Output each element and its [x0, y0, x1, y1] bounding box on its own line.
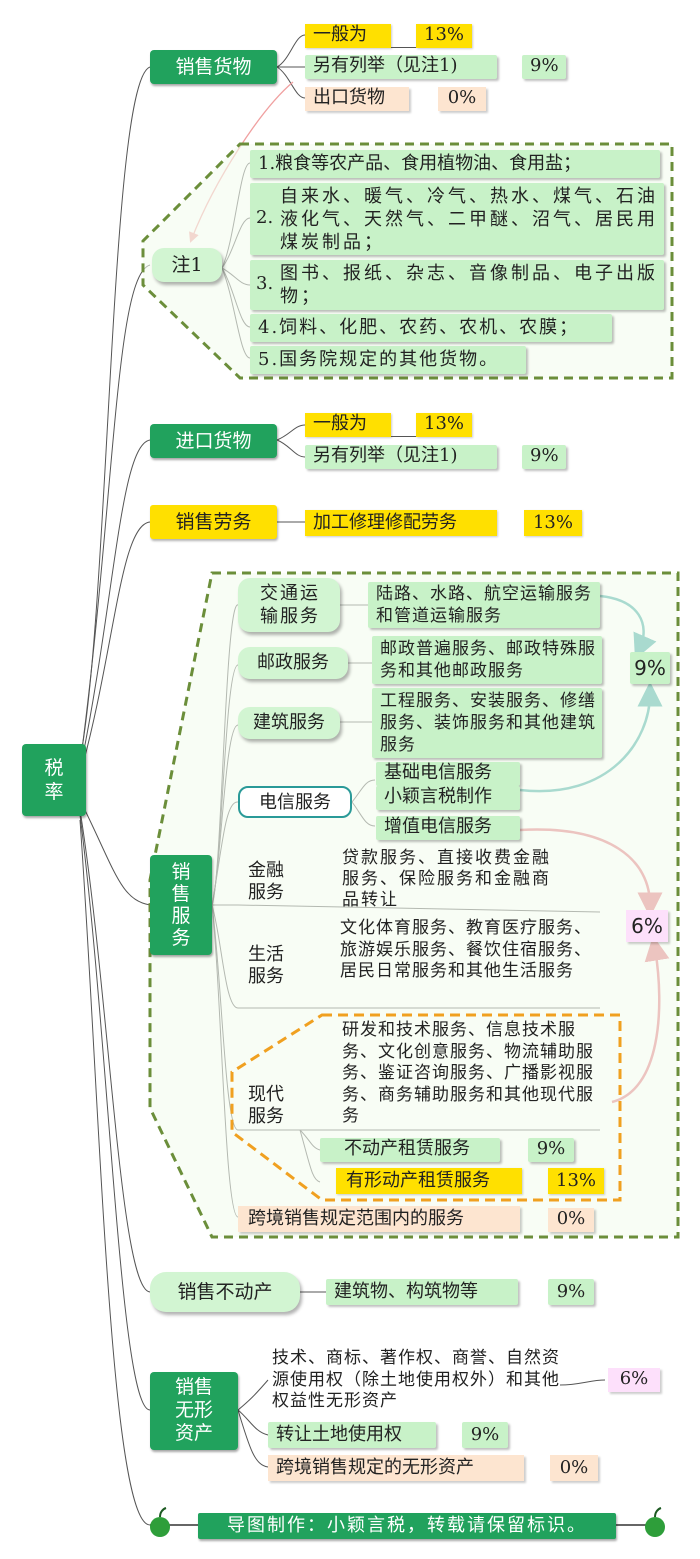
- tangible-lease: 有形动产租赁服务: [336, 1168, 522, 1194]
- postal-detail: 邮政普遍服务、邮政特殊服务和其他邮政服务: [380, 639, 596, 681]
- construction-node[interactable]: 建筑服务: [238, 707, 340, 739]
- imports-listed-label: 另有列举（见注1): [305, 445, 497, 469]
- crossborder-service-rate: 0%: [548, 1208, 594, 1232]
- realestate-lease-rate: 9%: [528, 1138, 574, 1162]
- apple-icon-left: [150, 1507, 170, 1537]
- modern-label: 现代服务: [248, 1084, 284, 1127]
- root-node[interactable]: 税率: [22, 744, 86, 816]
- imports-general-label: 一般为: [305, 413, 391, 437]
- note1-item-1: 1.粮食等农产品、食用植物油、食用盐；: [250, 150, 660, 178]
- note1-item-2: 2. 自来水、暖气、冷气、热水、煤气、石油液化气、天然气、二甲醚、沼气、居民用煤…: [250, 183, 664, 255]
- realestate-node[interactable]: 销售不动产: [150, 1272, 300, 1312]
- telecom-value-added: 增值电信服务: [376, 816, 520, 840]
- modern-detail: 研发和技术服务、信息技术服务、文化创意服务、物流辅助服务、鉴证咨询服务、广播影视…: [342, 1020, 594, 1126]
- postal-detail-box: 邮政普遍服务、邮政特殊服务和其他邮政服务: [372, 636, 602, 684]
- finance-label: 金融服务: [248, 860, 284, 903]
- goods-listed-rate: 9%: [522, 55, 566, 79]
- intangible-item-1-rate: 6%: [608, 1368, 660, 1392]
- underline: [391, 47, 416, 48]
- transport-label: 交通运输服务: [260, 583, 320, 627]
- crossborder-service: 跨境销售规定范围内的服务: [238, 1206, 520, 1232]
- telecom-basic: 基础电信服务: [376, 762, 520, 786]
- realestate-lease: 不动产租赁服务: [320, 1138, 500, 1162]
- telecom-basic-sub: 小颖言税制作: [376, 786, 520, 810]
- root-label: 税率: [44, 757, 64, 803]
- note1-item-2-text: 自来水、暖气、冷气、热水、煤气、石油液化气、天然气、二甲醚、沼气、居民用煤炭制品…: [280, 186, 658, 253]
- finance-detail: 贷款服务、直接收费金融服务、保险服务和金融商品转让: [342, 848, 551, 910]
- transport-detail: 陆路、水路、航空运输服务和管道运输服务: [376, 584, 592, 626]
- apple-icon-right: [645, 1507, 665, 1537]
- transport-detail-box: 陆路、水路、航空运输服务和管道运输服务: [368, 582, 600, 628]
- realestate-item: 建筑物、构筑物等: [326, 1279, 518, 1305]
- note1-item-4: 4.饲料、化肥、农药、农机、农膜；: [250, 314, 612, 342]
- life-detail: 文化体育服务、教育医疗服务、旅游娱乐服务、餐饮住宿服务、居民日常服务和其他生活服…: [340, 918, 592, 981]
- intangible-item-2-rate: 9%: [462, 1422, 508, 1448]
- postal-node[interactable]: 邮政服务: [238, 647, 348, 679]
- rate-6-badge: 6%: [626, 910, 668, 942]
- intangible-label: 销售无形资产: [174, 1376, 213, 1444]
- construction-detail-box: 工程服务、安装服务、修缮服务、装饰服务和其他建筑服务: [372, 688, 602, 758]
- note1-node[interactable]: 注1: [152, 248, 222, 282]
- life-label: 生活服务: [248, 944, 284, 987]
- labor-rate: 13%: [524, 510, 582, 536]
- note1-item-3-num: 3.: [256, 273, 274, 294]
- realestate-rate: 9%: [548, 1279, 594, 1305]
- intangible-item-3-rate: 0%: [550, 1455, 598, 1481]
- goods-listed-label: 另有列举（见注1): [305, 55, 497, 79]
- goods-export-rate: 0%: [438, 87, 486, 111]
- goods-general-label: 一般为: [305, 24, 391, 48]
- note1-item-3-text: 图书、报纸、杂志、音像制品、电子出版物；: [280, 263, 658, 307]
- footer-credit: 导图制作：小颖言税，转载请保留标识。: [198, 1513, 616, 1539]
- transport-node[interactable]: 交通运输服务: [238, 578, 340, 632]
- intangible-item-2: 转让土地使用权: [268, 1422, 436, 1448]
- imports-node[interactable]: 进口货物: [150, 424, 277, 458]
- telecom-node[interactable]: 电信服务: [238, 786, 352, 818]
- services-node[interactable]: 销售服务: [150, 855, 212, 955]
- construction-detail: 工程服务、安装服务、修缮服务、装饰服务和其他建筑服务: [380, 691, 596, 755]
- intangible-node[interactable]: 销售无形资产: [150, 1372, 238, 1450]
- labor-item: 加工修理修配劳务: [305, 510, 497, 536]
- goods-general-rate: 13%: [416, 24, 472, 48]
- note1-item-2-num: 2.: [256, 207, 274, 228]
- goods-node[interactable]: 销售货物: [150, 50, 277, 84]
- intangible-item-1: 技术、商标、著作权、商誉、自然资源使用权（除土地使用权外）和其他权益性无形资产: [272, 1348, 560, 1411]
- imports-listed-rate: 9%: [522, 445, 566, 469]
- tangible-lease-rate: 13%: [548, 1168, 604, 1194]
- note1-item-3: 3. 图书、报纸、杂志、音像制品、电子出版物；: [250, 260, 664, 310]
- underline: [391, 436, 416, 437]
- intangible-item-3: 跨境销售规定的无形资产: [268, 1455, 524, 1481]
- labor-node[interactable]: 销售劳务: [150, 505, 277, 539]
- rate-9-badge: 9%: [630, 652, 670, 684]
- services-label: 销售服务: [171, 861, 191, 949]
- imports-general-rate: 13%: [416, 413, 472, 437]
- note1-item-5: 5.国务院规定的其他货物。: [250, 346, 526, 374]
- goods-export-label: 出口货物: [305, 87, 409, 111]
